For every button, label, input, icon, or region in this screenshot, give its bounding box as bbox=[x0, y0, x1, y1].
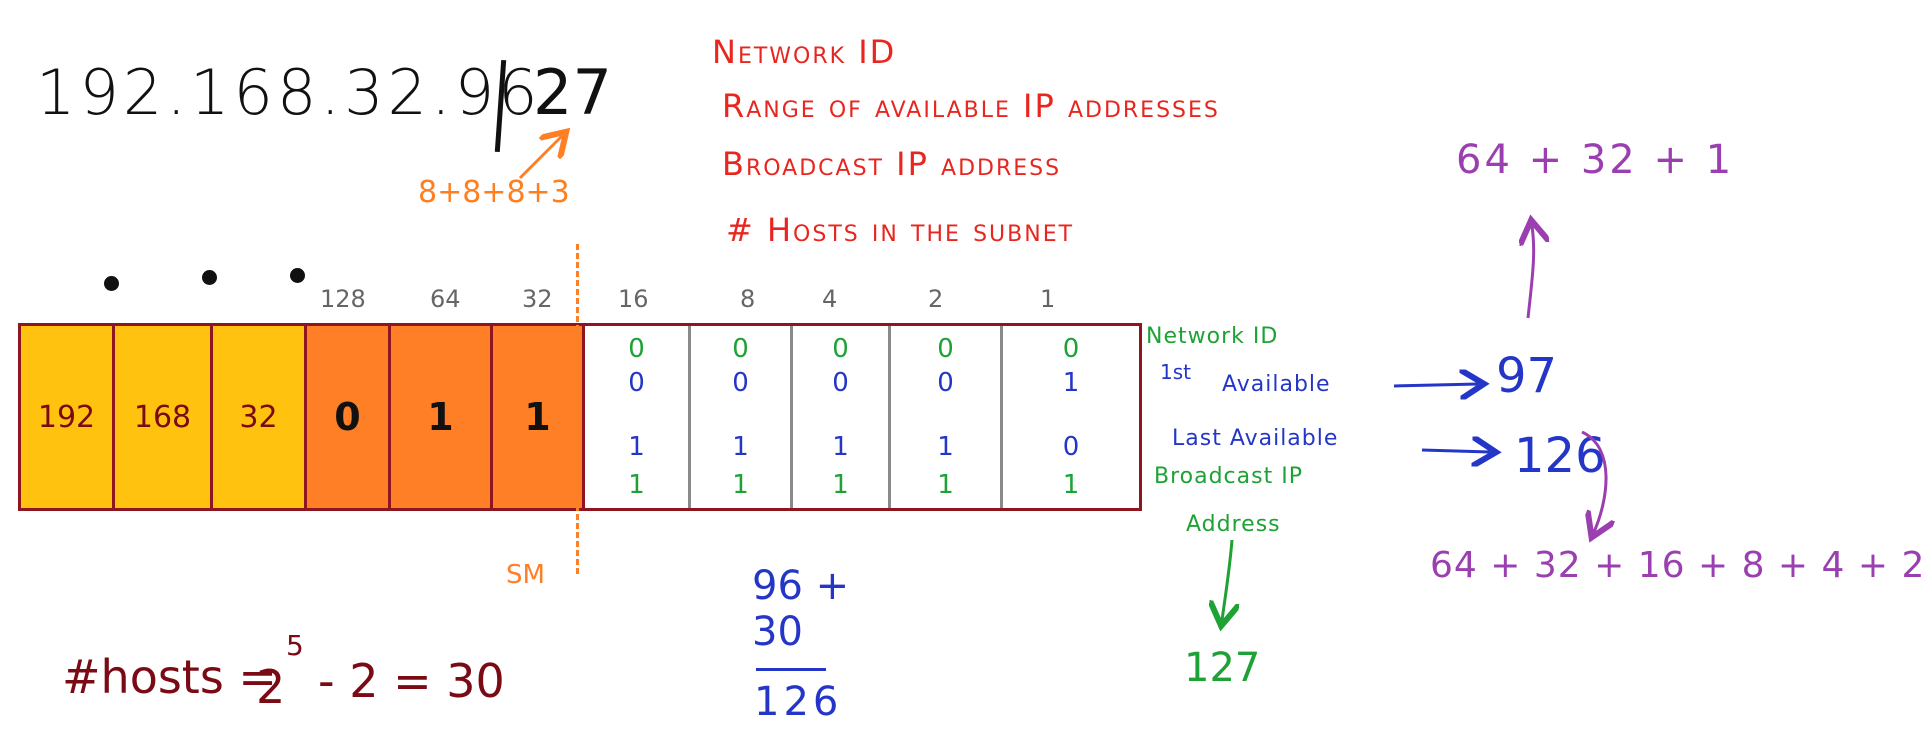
first-available-value: 97 bbox=[1496, 348, 1558, 404]
bit-weight: 2 bbox=[928, 285, 944, 313]
host-bit: 0 bbox=[732, 334, 749, 364]
last-available-sum: 64 + 32 + 16 + 8 + 4 + 2 bbox=[1430, 545, 1925, 586]
first-available-sum: 64 + 32 + 1 bbox=[1456, 137, 1735, 183]
host-bit-column: 0 0 1 1 bbox=[691, 326, 793, 508]
host-bit: 1 bbox=[832, 432, 849, 462]
label-broadcast-address: Address bbox=[1186, 512, 1281, 537]
host-bit: 1 bbox=[628, 432, 645, 462]
addition-result: 126 bbox=[754, 679, 843, 725]
ip-address: 192.168.32.96 bbox=[36, 56, 542, 129]
host-bit: 1 bbox=[937, 432, 954, 462]
host-bit: 0 bbox=[832, 368, 849, 398]
label-broadcast: Broadcast IP bbox=[1154, 464, 1303, 489]
network-bit-cell: 1 bbox=[391, 326, 493, 508]
host-bit-column: 0 0 1 1 bbox=[793, 326, 891, 508]
prefix-sum-arrow bbox=[518, 136, 562, 180]
octet-value: 192 bbox=[37, 399, 96, 435]
task-network-id: Network ID bbox=[712, 33, 897, 71]
label-network-id: Network ID bbox=[1146, 324, 1279, 349]
broadcast-arrow bbox=[1222, 539, 1232, 620]
hosts-result: - 2 = 30 bbox=[318, 654, 505, 708]
host-bit: 0 bbox=[628, 368, 645, 398]
subnet-mask-label: SM bbox=[506, 560, 545, 590]
octet-cell: 192 bbox=[21, 326, 115, 508]
bit-weight: 1 bbox=[1040, 285, 1056, 313]
bit-weight: 32 bbox=[522, 285, 553, 313]
hosts-label: #hosts = bbox=[62, 650, 277, 704]
octet-value: 168 bbox=[133, 399, 192, 435]
octet-cell: 32 bbox=[213, 326, 307, 508]
broadcast-value: 127 bbox=[1184, 645, 1261, 691]
network-bit: 0 bbox=[334, 395, 361, 439]
host-bit: 1 bbox=[732, 432, 749, 462]
label-first-available: Available bbox=[1222, 372, 1331, 397]
addition-line1: 96 + bbox=[752, 563, 850, 609]
hosts-exponent: 5 bbox=[286, 629, 304, 662]
dot-separator bbox=[202, 270, 217, 285]
host-bit: 1 bbox=[628, 470, 645, 500]
host-bit: 1 bbox=[1062, 368, 1080, 398]
host-bit: 1 bbox=[937, 470, 954, 500]
last-sum-arrow bbox=[1581, 430, 1606, 532]
host-bit: 0 bbox=[937, 368, 954, 398]
network-bit-cell: 0 bbox=[307, 326, 391, 508]
host-bit: 1 bbox=[832, 470, 849, 500]
network-bit: 1 bbox=[427, 395, 454, 439]
annotation-arrows bbox=[518, 0, 1873, 743]
host-bit-column: 0 0 1 1 bbox=[891, 326, 1003, 508]
first-sum-arrow bbox=[1528, 226, 1534, 319]
task-hosts: # Hosts in the subnet bbox=[726, 211, 1075, 249]
host-bit: 0 bbox=[1062, 334, 1080, 364]
bit-weight: 4 bbox=[822, 285, 838, 313]
bit-weight: 64 bbox=[430, 285, 461, 313]
octet-cell: 168 bbox=[115, 326, 213, 508]
host-bit-column: 0 0 1 1 bbox=[585, 326, 691, 508]
host-bit: 0 bbox=[1062, 432, 1080, 462]
label-first-sup: 1st bbox=[1160, 360, 1191, 384]
task-ip-range: Range of available IP addresses bbox=[722, 87, 1220, 125]
host-bit: 0 bbox=[732, 368, 749, 398]
network-bit: 1 bbox=[524, 395, 551, 439]
hosts-base: 2 bbox=[256, 660, 286, 714]
network-bit-cell: 1 bbox=[493, 326, 585, 508]
prefix-sum: 8+8+8+3 bbox=[418, 175, 570, 210]
bit-weight: 16 bbox=[618, 285, 649, 313]
bit-weight: 8 bbox=[740, 285, 756, 313]
host-bit: 1 bbox=[1062, 470, 1080, 500]
first-available-arrow bbox=[1393, 384, 1478, 386]
host-bit: 0 bbox=[832, 334, 849, 364]
last-available-arrow bbox=[1421, 450, 1490, 452]
addition-line2: 30 bbox=[752, 609, 803, 655]
subnet-mask-boundary bbox=[576, 244, 579, 574]
octet-value: 32 bbox=[239, 399, 278, 435]
prefix-length: 27 bbox=[533, 56, 612, 129]
host-bit: 0 bbox=[628, 334, 645, 364]
label-last-available: Last Available bbox=[1172, 426, 1339, 451]
host-bit: 0 bbox=[937, 334, 954, 364]
addition-rule bbox=[756, 668, 826, 671]
dot-separator bbox=[290, 268, 305, 283]
last-available-value: 126 bbox=[1514, 428, 1606, 484]
task-broadcast: Broadcast IP address bbox=[722, 145, 1062, 183]
host-bit: 1 bbox=[732, 470, 749, 500]
address-bit-table: 192 168 32 0 1 1 0 0 1 1 0 0 1 1 0 0 1 1… bbox=[18, 323, 1142, 511]
dot-separator bbox=[104, 276, 119, 291]
host-bit-column: 0 1 0 1 bbox=[1003, 326, 1139, 508]
bit-weight: 128 bbox=[320, 285, 366, 313]
